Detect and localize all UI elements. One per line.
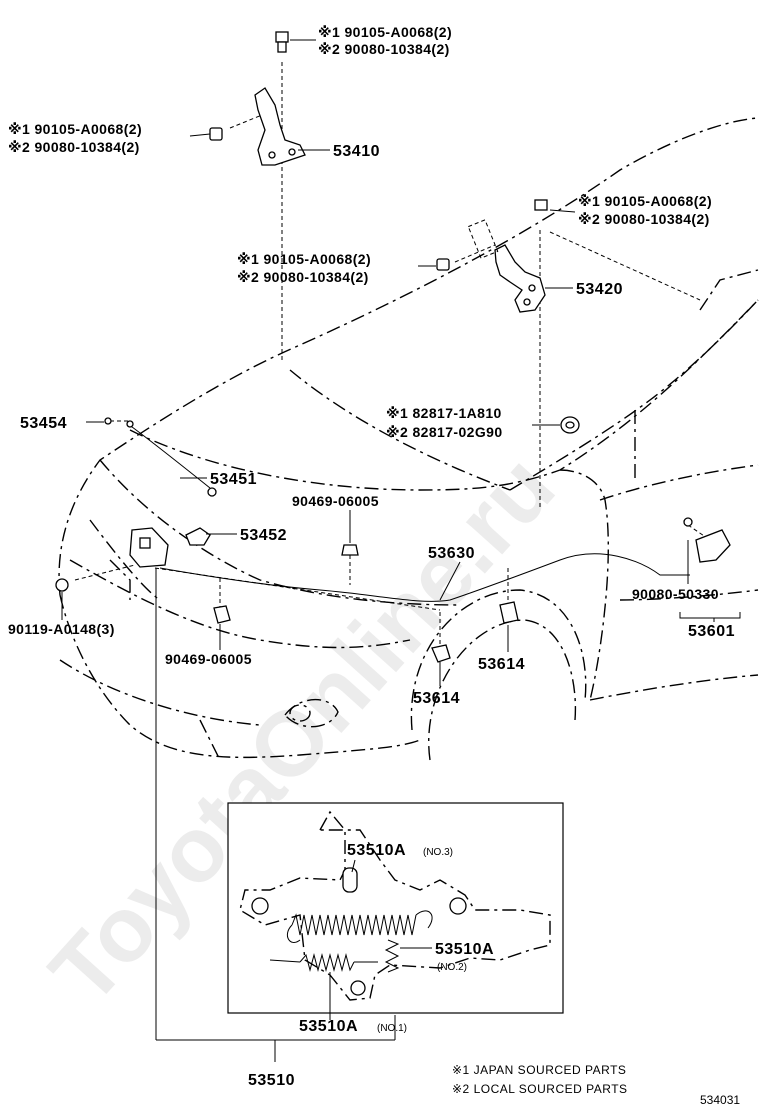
grommet-part (560, 416, 580, 434)
clip-upper-label: 90469-06005 (292, 493, 379, 509)
hinge-left-bolt-label-1: ※1 90105-A0068(2) (8, 121, 142, 137)
part-labels: ※1 90105-A0068(2) ※2 90080-10384(2) ※1 9… (8, 24, 741, 1089)
hood-bolt-top-label-2: ※2 90080-10384(2) (318, 41, 450, 57)
lock-assembly-label: 53510 (248, 1072, 295, 1089)
lock-no1-label: 53510A (299, 1018, 358, 1035)
lock-no2-label: 53510A (435, 941, 494, 958)
support-holder-label: 53452 (240, 527, 287, 544)
lock-no1-sub: (NO.1) (377, 1023, 407, 1034)
lock-detail-inset (227, 802, 564, 1020)
hood-bolt-top-part (275, 31, 289, 53)
lock-no3-sub: (NO.3) (423, 847, 453, 858)
cable-clamp-right-label: 53614 (478, 656, 525, 673)
hood-bolt-top-label-1: ※1 90105-A0068(2) (318, 24, 452, 40)
cable-clamp-left-label: 53614 (413, 690, 460, 707)
lock-bolt-label: 90119-A0148(3) (8, 621, 115, 637)
hinge-left-label: 53410 (333, 143, 380, 160)
hinge-mid-bolt-label-2: ※2 90080-10384(2) (237, 269, 369, 285)
legend-local: ※2 LOCAL SOURCED PARTS (452, 1082, 628, 1096)
illustration-code: 534031 (700, 1093, 740, 1107)
clip-lower-label: 90469-06005 (165, 651, 252, 667)
support-rod-label: 53451 (210, 471, 257, 488)
hinge-mid-bolt-label-1: ※1 90105-A0068(2) (237, 251, 371, 267)
support-rod-clip-label: 53454 (20, 415, 67, 432)
release-cable-part (159, 553, 690, 663)
hinge-right-bolt-label-2: ※2 90080-10384(2) (578, 211, 710, 227)
release-lever-part (683, 517, 731, 563)
car-body-outline (58, 117, 759, 761)
hood-support-rod-part (104, 417, 217, 497)
hood-hinge-right-part (436, 199, 548, 313)
hood-hinge-left-part (209, 87, 306, 166)
lock-no3-label: 53510A (347, 842, 406, 859)
grommet-label-1: ※1 82817-1A810 (386, 405, 502, 421)
hinge-left-bolt-label-2: ※2 90080-10384(2) (8, 139, 140, 155)
legend-japan: ※1 JAPAN SOURCED PARTS (452, 1063, 626, 1077)
lever-clip-label: 90080-50330 (632, 586, 719, 602)
hood-lock-part (55, 527, 169, 592)
cable-label: 53630 (428, 545, 475, 562)
lever-label: 53601 (688, 623, 735, 640)
hinge-right-label: 53420 (576, 281, 623, 298)
legend: ※1 JAPAN SOURCED PARTS ※2 LOCAL SOURCED … (452, 1063, 628, 1096)
support-holder-part (185, 527, 211, 546)
clip-upper-part (341, 544, 359, 556)
lock-no2-sub: (NO.2) (437, 962, 467, 973)
hinge-right-bolt-label-1: ※1 90105-A0068(2) (578, 193, 712, 209)
grommet-label-2: ※2 82817-02G90 (386, 424, 503, 440)
